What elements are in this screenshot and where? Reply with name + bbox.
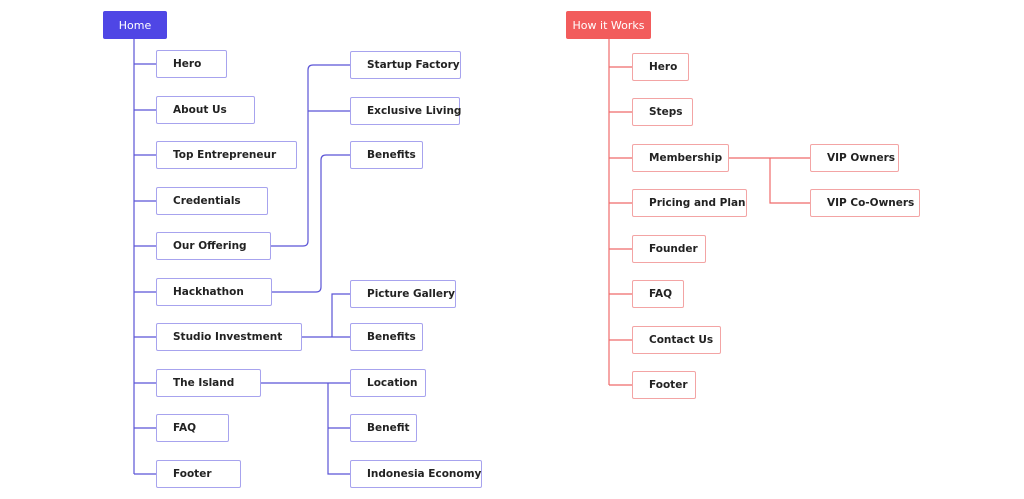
membership-connector-line-2 — [769, 158, 810, 204]
island-connector-line-2 — [327, 383, 350, 475]
how-subitem-vip-co-owners[interactable]: VIP Co-Owners — [810, 189, 920, 217]
home-item-about-us[interactable]: About Us — [156, 96, 255, 124]
how-it-works-root-node[interactable]: How it Works — [566, 11, 651, 39]
home-subitem-hackhathon-benefits[interactable]: Benefits — [350, 141, 423, 169]
home-subitem-location[interactable]: Location — [350, 369, 426, 397]
home-item-the-island[interactable]: The Island — [156, 369, 261, 397]
home-subitem-startup-factory[interactable]: Startup Factory — [350, 51, 461, 79]
how-item-pricing-and-plan[interactable]: Pricing and Plan — [632, 189, 747, 217]
home-subitem-studio-benefits[interactable]: Benefits — [350, 323, 423, 351]
home-item-hackhathon[interactable]: Hackhathon — [156, 278, 272, 306]
home-item-faq[interactable]: FAQ — [156, 414, 229, 442]
home-item-top-entrepreneur[interactable]: Top Entrepreneur — [156, 141, 297, 169]
how-item-hero[interactable]: Hero — [632, 53, 689, 81]
home-item-footer[interactable]: Footer — [156, 460, 241, 488]
home-subitem-picture-gallery[interactable]: Picture Gallery — [350, 280, 456, 308]
home-subitem-indonesia-economy[interactable]: Indonesia Economy — [350, 460, 482, 488]
home-root-node[interactable]: Home — [103, 11, 167, 39]
how-item-footer[interactable]: Footer — [632, 371, 696, 399]
home-subitem-benefit[interactable]: Benefit — [350, 414, 417, 442]
how-item-steps[interactable]: Steps — [632, 98, 693, 126]
home-item-credentials[interactable]: Credentials — [156, 187, 268, 215]
home-subitem-exclusive-living[interactable]: Exclusive Living — [350, 97, 461, 125]
how-item-contact-us[interactable]: Contact Us — [632, 326, 721, 354]
hackhathon-connector-line — [272, 154, 350, 293]
home-item-studio-investment[interactable]: Studio Investment — [156, 323, 302, 351]
how-item-faq[interactable]: FAQ — [632, 280, 684, 308]
home-item-our-offering[interactable]: Our Offering — [156, 232, 271, 260]
how-subitem-vip-owners[interactable]: VIP Owners — [810, 144, 899, 172]
home-item-hero[interactable]: Hero — [156, 50, 227, 78]
how-item-membership[interactable]: Membership — [632, 144, 729, 172]
studio-connector-line-2 — [331, 293, 350, 337]
how-item-founder[interactable]: Founder — [632, 235, 706, 263]
